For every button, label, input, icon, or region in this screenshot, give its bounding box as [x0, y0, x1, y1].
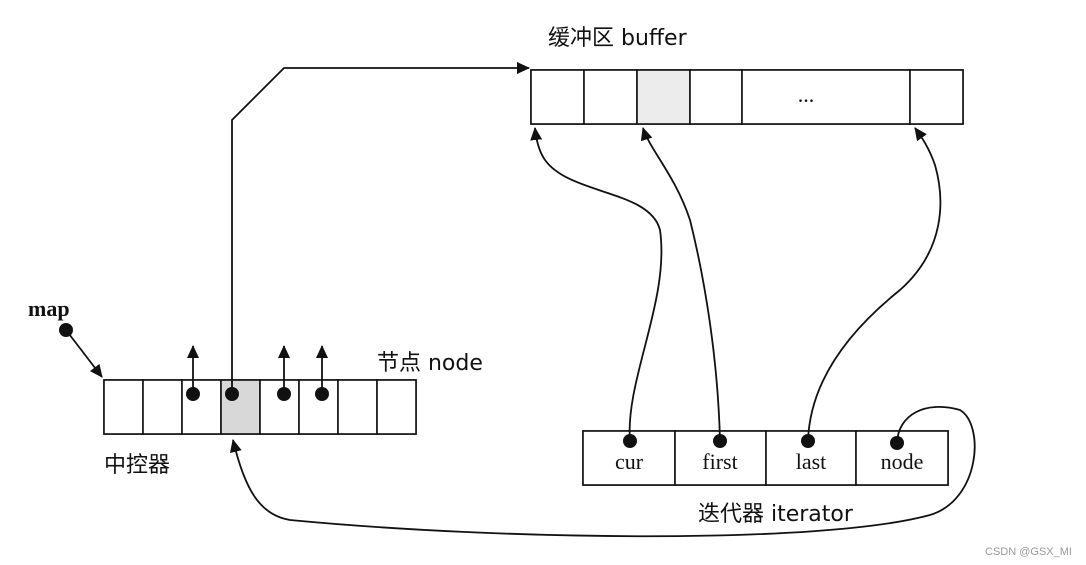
buffer-cell	[583, 69, 638, 125]
last-arrow	[807, 127, 942, 442]
map-cell	[103, 379, 144, 435]
buffer-cell-current	[636, 69, 691, 125]
buffer-cell	[530, 69, 585, 125]
map-array	[103, 379, 417, 435]
buffer-cell	[689, 69, 743, 125]
map-cell	[181, 379, 222, 435]
iterator-field-node: node	[881, 449, 924, 474]
buffer: ...	[530, 69, 964, 125]
iterator: cur first last node	[582, 430, 949, 486]
map-ctrl-label: 中控器	[104, 453, 170, 478]
buffer-cell	[909, 69, 964, 125]
buffer-ellipsis: ...	[798, 82, 815, 107]
node-label: 节点 node	[377, 351, 483, 376]
iterator-node-arrow	[229, 406, 976, 538]
map-cell	[259, 379, 300, 435]
watermark: CSDN @GSX_MI	[985, 546, 1072, 558]
first-arrow	[640, 127, 721, 442]
buffer-label: 缓冲区 buffer	[548, 26, 688, 51]
node-to-buffer-arrow	[231, 62, 530, 394]
cur-arrow	[530, 127, 663, 442]
iterator-field-last: last	[796, 449, 827, 474]
map-cell	[337, 379, 378, 435]
map-cell-current	[220, 379, 261, 435]
map-label: map	[28, 296, 70, 321]
iterator-label: 迭代器 iterator	[698, 502, 854, 527]
map-pointer-arrow	[65, 329, 103, 378]
buffer-cell-ellipsis	[741, 69, 911, 125]
map-cell	[142, 379, 183, 435]
iterator-field-first: first	[702, 449, 737, 474]
iterator-field-cur: cur	[615, 449, 644, 474]
map-cell	[376, 379, 417, 435]
